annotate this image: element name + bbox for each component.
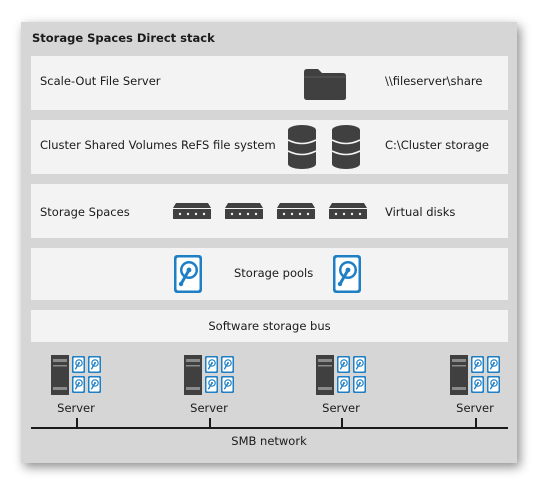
hard-disk-icon: [174, 255, 202, 293]
storage-spaces-label: Storage Spaces: [40, 205, 130, 219]
server-icon: [51, 355, 69, 395]
server-icon: [316, 355, 334, 395]
server-label: Server: [57, 401, 95, 415]
server-node: Server: [183, 352, 243, 422]
storage-pools-label: Storage pools: [234, 266, 314, 280]
file-server-label: Scale-Out File Server: [40, 74, 161, 88]
virtual-disk-icon: [225, 203, 263, 219]
network-tick: [475, 418, 477, 427]
server-disks-icon: [337, 356, 366, 393]
hard-disk-icon: [333, 255, 361, 293]
smb-network-line: [31, 427, 508, 429]
server-disks-icon: [72, 356, 101, 393]
server-icon: [450, 355, 468, 395]
database-icon: [331, 125, 361, 169]
file-server-share-path: \\fileserver\share: [385, 74, 483, 88]
server-label: Server: [322, 401, 360, 415]
server-node: Server: [50, 352, 110, 422]
network-tick: [76, 418, 78, 427]
layer-storage-bus: Software storage bus: [31, 310, 508, 342]
database-icon: [287, 125, 317, 169]
server-disks-icon: [471, 356, 500, 393]
folder-icon: [304, 69, 346, 100]
network-tick: [209, 418, 211, 427]
virtual-disks-label: Virtual disks: [385, 205, 456, 219]
csv-storage-path: C:\Cluster storage: [385, 138, 489, 152]
server-node: Server: [449, 352, 509, 422]
layer-storage-pools: Storage pools: [31, 248, 508, 300]
storage-stack-panel: Storage Spaces Direct stack Scale-Out Fi…: [21, 22, 517, 463]
server-label: Server: [456, 401, 494, 415]
diagram-title: Storage Spaces Direct stack: [32, 31, 215, 45]
server-node: Server: [315, 352, 375, 422]
layer-file-server: Scale-Out File Server \\fileserver\share: [31, 56, 508, 110]
server-icon: [184, 355, 202, 395]
layer-storage-spaces: Storage Spaces Virtual disks: [31, 184, 508, 238]
server-label: Server: [190, 401, 228, 415]
virtual-disk-icon: [277, 203, 315, 219]
server-disks-icon: [205, 356, 234, 393]
storage-bus-label: Software storage bus: [208, 319, 331, 333]
network-tick: [341, 418, 343, 427]
layer-csv: Cluster Shared Volumes ReFS file system …: [31, 120, 508, 174]
smb-network-label: SMB network: [231, 434, 307, 448]
virtual-disk-icon: [173, 203, 211, 219]
virtual-disk-icon: [329, 203, 367, 219]
csv-label: Cluster Shared Volumes ReFS file system: [40, 138, 276, 152]
